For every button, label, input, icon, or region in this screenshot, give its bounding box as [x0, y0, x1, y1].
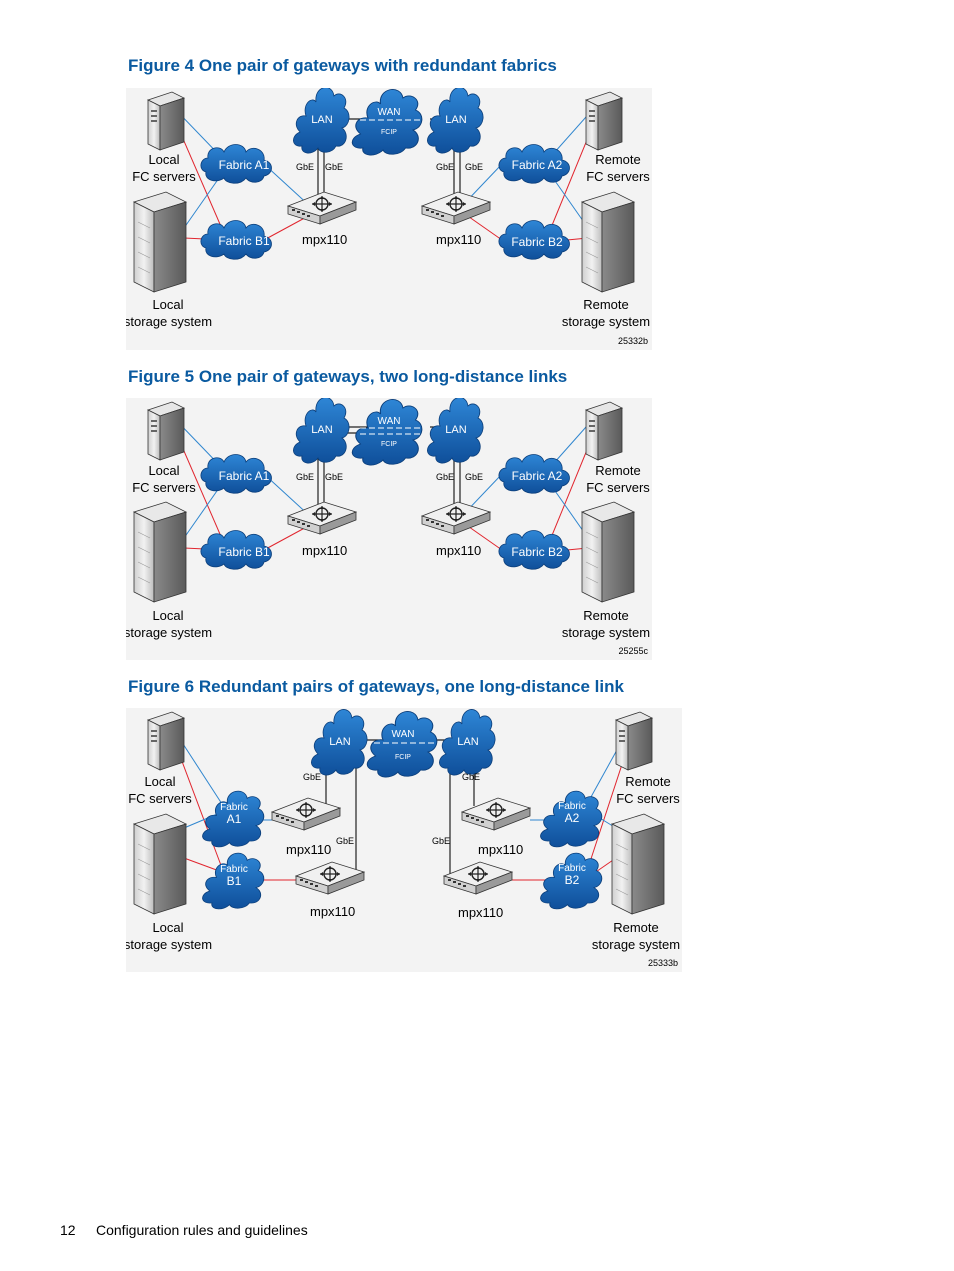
- figure-5-local-storage-icon: [133, 501, 187, 603]
- figure-4-remote-storage-label: Remote: [583, 297, 629, 312]
- figure-4-local-storage-label: storage system: [126, 314, 212, 329]
- figure-6-fabric-a2-label: A2: [565, 811, 580, 825]
- figure-6-gbe-label: GbE: [432, 836, 450, 846]
- figure-5-fcip-label: FCIP: [381, 441, 397, 448]
- figure-5-title: Figure 5 One pair of gateways, two long-…: [128, 367, 568, 386]
- figure-5-mpx-right-label: mpx110: [436, 543, 481, 558]
- figure-5-gbe-label: GbE: [465, 472, 483, 482]
- figure-4-fabric-b2-label: Fabric B2: [511, 235, 563, 249]
- figure-6-diagram: LAN LAN WAN FCIP GbE GbE GbE GbE Fabric …: [126, 708, 682, 972]
- figure-6-mpx-right-bottom-label: mpx110: [458, 905, 503, 920]
- figure-6-lan-right-label: LAN: [457, 736, 478, 748]
- figure-6-fabric-a1-label: A1: [227, 812, 242, 826]
- figure-6-id: 25333b: [648, 958, 678, 968]
- figure-5-gbe-label: GbE: [325, 472, 343, 482]
- figure-4-lan-left-label: LAN: [311, 114, 332, 126]
- figure-5-fabric-a1-label: Fabric A1: [219, 469, 270, 483]
- figure-4-title: Figure 4 One pair of gateways with redun…: [128, 56, 557, 75]
- figure-6-remote-storage-label: Remote: [613, 920, 659, 935]
- page-footer: 12 Configuration rules and guidelines: [60, 1222, 308, 1238]
- figure-4-fabric-b1-label: Fabric B1: [218, 234, 270, 248]
- figure-4-wan-label: WAN: [378, 107, 401, 118]
- figure-6-fabric-b1-label: B1: [227, 874, 242, 888]
- figure-5-remote-storage-icon: [581, 501, 635, 603]
- figure-4-fabric-a1-label: Fabric A1: [219, 158, 270, 172]
- figure-5-gbe-label: GbE: [296, 472, 314, 482]
- figure-4-local-fc-label: Local: [148, 152, 179, 167]
- figure-5-lan-right-label: LAN: [445, 424, 466, 436]
- figure-6-remote-fc-server-icon: [615, 711, 653, 771]
- figure-5-remote-storage-label: storage system: [562, 625, 650, 640]
- figure-5-diagram: LAN LAN WAN FCIP GbE GbE GbE GbE Fabric …: [126, 398, 652, 660]
- figure-6-fabric-a1-label: Fabric: [220, 802, 248, 813]
- figure-5-gbe-label: GbE: [436, 472, 454, 482]
- figure-5-local-storage-label: storage system: [126, 625, 212, 640]
- figure-4-mpx-right-label: mpx110: [436, 232, 481, 247]
- figure-4-lan-right-label: LAN: [445, 114, 466, 126]
- figure-5-remote-fc-server-icon: [585, 401, 623, 461]
- figure-6-mpx-left-bottom-label: mpx110: [310, 904, 355, 919]
- figure-4-remote-fc-label: FC servers: [586, 169, 650, 184]
- figure-6-fabric-a2-label: Fabric: [558, 801, 586, 812]
- figure-6-wan-label: WAN: [392, 729, 415, 740]
- figure-4-diagram: LAN LAN WAN FCIP GbE GbE GbE GbE Fabric …: [126, 88, 652, 350]
- figure-6-fcip-label: FCIP: [395, 754, 411, 761]
- figure-4-gbe-label: GbE: [465, 162, 483, 172]
- figure-6-local-storage-label: Local: [152, 920, 183, 935]
- figure-6-title: Figure 6 Redundant pairs of gateways, on…: [128, 677, 624, 696]
- figure-6-local-storage-icon: [133, 813, 187, 915]
- figure-4-gbe-label: GbE: [325, 162, 343, 172]
- figure-6-fabric-b2-label: B2: [565, 873, 580, 887]
- figure-6-local-storage-label: storage system: [126, 937, 212, 952]
- figure-4-fabric-a2-label: Fabric A2: [512, 158, 563, 172]
- figure-6-remote-fc-label: FC servers: [616, 791, 680, 806]
- figure-5-local-fc-label: Local: [148, 463, 179, 478]
- figure-4-local-storage-icon: [133, 191, 187, 293]
- figure-4-fcip-label: FCIP: [381, 129, 397, 136]
- figure-4-remote-storage-label: storage system: [562, 314, 650, 329]
- figure-5-fabric-a2-label: Fabric A2: [512, 469, 563, 483]
- figure-5-remote-storage-label: Remote: [583, 608, 629, 623]
- figure-5-local-storage-label: Local: [152, 608, 183, 623]
- figure-4-remote-fc-server-icon: [585, 91, 623, 151]
- figure-6-fabric-b1-label: Fabric: [220, 864, 248, 875]
- figure-5-local-fc-server-icon: [147, 401, 185, 461]
- figure-5-id: 25255c: [618, 646, 648, 656]
- figure-5-lan-left-label: LAN: [311, 424, 332, 436]
- figure-6-lan-left-label: LAN: [329, 736, 350, 748]
- figure-5-remote-fc-label: Remote: [595, 463, 641, 478]
- figure-5-wan-label: WAN: [378, 416, 401, 427]
- figure-4-remote-fc-label: Remote: [595, 152, 641, 167]
- figure-6-fabric-b2-label: Fabric: [558, 863, 586, 874]
- figure-5-local-fc-label: FC servers: [132, 480, 196, 495]
- figure-4-local-fc-server-icon: [147, 91, 185, 151]
- figure-6-gbe-label: GbE: [336, 836, 354, 846]
- figure-6-mpx-left-top-label: mpx110: [286, 842, 331, 857]
- figure-6-local-fc-label: Local: [144, 774, 175, 789]
- figure-4-id: 25332b: [618, 336, 648, 346]
- page-number: 12: [60, 1222, 76, 1238]
- figure-5-fabric-b2-label: Fabric B2: [511, 545, 563, 559]
- figure-4-local-fc-label: FC servers: [132, 169, 196, 184]
- figure-6-mpx-right-top-label: mpx110: [478, 842, 523, 857]
- figure-4-gbe-label: GbE: [296, 162, 314, 172]
- figure-6-gbe-label: GbE: [303, 772, 321, 782]
- figure-6-remote-storage-icon: [611, 813, 665, 915]
- figure-6-gbe-label: GbE: [462, 772, 480, 782]
- figure-5-remote-fc-label: FC servers: [586, 480, 650, 495]
- figure-4-gbe-label: GbE: [436, 162, 454, 172]
- figure-4-mpx-left-label: mpx110: [302, 232, 347, 247]
- figure-4-local-storage-label: Local: [152, 297, 183, 312]
- figure-5-fabric-b1-label: Fabric B1: [218, 545, 270, 559]
- figure-6-remote-fc-label: Remote: [625, 774, 671, 789]
- figure-6-local-fc-server-icon: [147, 711, 185, 771]
- figure-6-remote-storage-label: storage system: [592, 937, 680, 952]
- figure-4-remote-storage-icon: [581, 191, 635, 293]
- figure-5-mpx-left-label: mpx110: [302, 543, 347, 558]
- section-title: Configuration rules and guidelines: [96, 1222, 308, 1238]
- figure-6-local-fc-label: FC servers: [128, 791, 192, 806]
